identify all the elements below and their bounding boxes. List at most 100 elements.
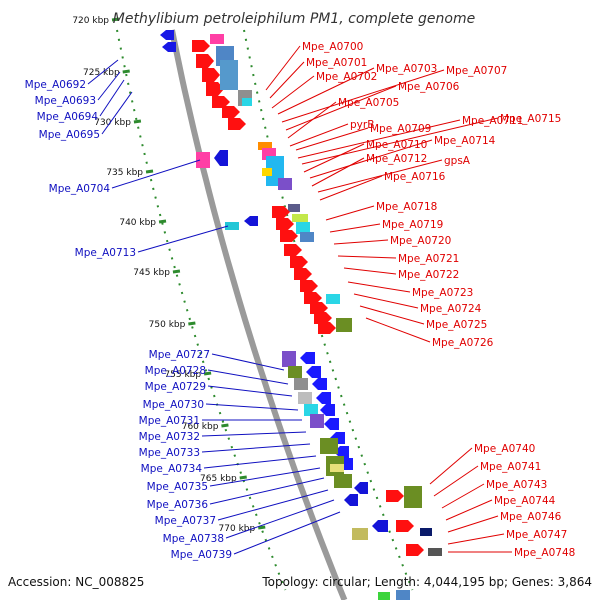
genome-title: Methylibium petroleiphilum PM1, complete…	[113, 11, 475, 27]
gene-label-left: Mpe_A0727	[149, 349, 210, 361]
leader-line	[205, 403, 299, 411]
leader-line	[447, 533, 505, 545]
leader-line	[295, 127, 369, 151]
gene-block	[242, 98, 252, 106]
gene-block	[404, 486, 422, 508]
reverse-gene-arrow	[312, 378, 327, 390]
scale-tick	[145, 169, 154, 174]
leader-line	[311, 157, 365, 187]
gene-label-right: Mpe_A0703	[376, 63, 437, 75]
gene-label-right: Mpe_A0744	[494, 495, 556, 507]
genome-summary-text: Topology: circular; Length: 4,044,195 bp…	[261, 575, 592, 589]
leader-line	[447, 515, 499, 533]
leader-line	[333, 239, 389, 245]
gene-label-right: Mpe_A0700	[302, 41, 363, 53]
leader-line	[99, 79, 125, 117]
leader-line	[209, 477, 325, 505]
gene-label-right: Mpe_A0740	[474, 443, 535, 455]
gene-labels: Mpe_A0692Mpe_A0693Mpe_A0694Mpe_A0695Mpe_…	[25, 41, 576, 561]
forward-gene-arrow	[196, 54, 214, 68]
leader-line	[211, 353, 285, 371]
gene-label-left: Mpe_A0738	[163, 533, 224, 545]
gene-block	[262, 168, 272, 176]
leader-line	[207, 385, 293, 397]
gene-block	[220, 60, 238, 90]
scale-tick	[111, 17, 120, 22]
reverse-gene-arrow	[244, 216, 258, 226]
leader-line	[207, 369, 289, 385]
leader-line	[289, 123, 349, 147]
forward-gene-arrow	[206, 82, 224, 96]
forward-gene-arrow	[294, 268, 312, 280]
gene-block	[196, 152, 210, 168]
scale-tick-label: 750 kbp	[149, 320, 186, 330]
scale-tick	[239, 475, 247, 480]
scale-tick-label: 770 kbp	[219, 524, 256, 534]
leader-line	[285, 85, 397, 131]
forward-gene-arrow	[386, 490, 404, 502]
gene-block	[310, 414, 324, 428]
gene-block	[330, 464, 344, 472]
scale-tick-label: 760 kbp	[182, 422, 219, 432]
leader-line	[337, 255, 397, 259]
gene-label-right: Mpe_A0716	[384, 171, 446, 183]
leader-line	[301, 117, 499, 165]
gene-block	[292, 214, 308, 222]
gene-label-right: Mpe_A0746	[500, 511, 562, 523]
scale-tick-label: 720 kbp	[72, 16, 109, 26]
gene-label-right: Mpe_A0710	[366, 139, 427, 151]
gene-label-left: Mpe_A0732	[139, 431, 200, 443]
gene-label-right: Mpe_A0707	[446, 65, 507, 77]
gene-block	[294, 378, 308, 390]
gene-label-right: Mpe_A0741	[480, 461, 541, 473]
gene-label-right: Mpe_A0706	[398, 81, 460, 93]
scale-tick	[203, 371, 212, 376]
leader-line	[353, 293, 419, 309]
gene-label-right: Mpe_A0702	[316, 71, 377, 83]
scale-tick	[258, 525, 266, 530]
forward-gene-arrow	[310, 302, 328, 314]
forward-gene-arrow	[314, 312, 332, 324]
leader-line	[201, 443, 311, 453]
gene-label-left: Mpe_A0739	[171, 549, 232, 561]
gene-block	[225, 222, 239, 230]
gene-label-left: Mpe_A0730	[143, 399, 204, 411]
forward-gene-arrow	[272, 206, 290, 218]
reverse-gene-arrow	[306, 366, 321, 378]
gene-block	[210, 34, 224, 44]
gene-label-right: Mpe_A0748	[514, 547, 575, 559]
reverse-gene-arrow	[354, 482, 368, 494]
gene-label-left: Mpe_A0729	[145, 381, 206, 393]
gene-block	[428, 548, 442, 556]
leader-line	[287, 101, 337, 139]
leader-line	[97, 71, 121, 101]
leader-line	[87, 59, 119, 85]
accession-text: Accession: NC_008825	[8, 575, 144, 589]
leader-line	[297, 119, 461, 159]
leader-line	[269, 61, 305, 99]
gene-label-right: Mpe_A0724	[420, 303, 482, 315]
leader-line	[445, 499, 493, 521]
leader-line	[281, 69, 445, 123]
leader-line	[101, 91, 133, 135]
scale-tick-label: 765 kbp	[200, 474, 237, 484]
forward-gene-arrow	[304, 292, 322, 304]
reverse-gene-arrow	[320, 404, 335, 416]
gene-block	[296, 222, 310, 234]
gene-label-left: Mpe_A0693	[35, 95, 96, 107]
gene-label-right: Mpe_A0718	[376, 201, 437, 213]
reverse-gene-arrow	[316, 392, 331, 404]
gene-label-right: gpsA	[444, 155, 471, 167]
leader-line	[429, 447, 473, 485]
leader-line	[319, 175, 383, 201]
forward-gene-arrow	[212, 96, 230, 108]
leader-line	[317, 159, 443, 193]
gene-label-left: Mpe_A0736	[147, 499, 209, 511]
reverse-gene-arrow	[372, 520, 388, 532]
gene-block	[288, 366, 302, 378]
reverse-gene-arrow	[214, 150, 228, 166]
gene-block	[304, 404, 318, 416]
gene-block	[396, 590, 410, 600]
gene-label-left: Mpe_A0734	[141, 463, 203, 475]
gene-label-right: Mpe_A0712	[366, 153, 427, 165]
